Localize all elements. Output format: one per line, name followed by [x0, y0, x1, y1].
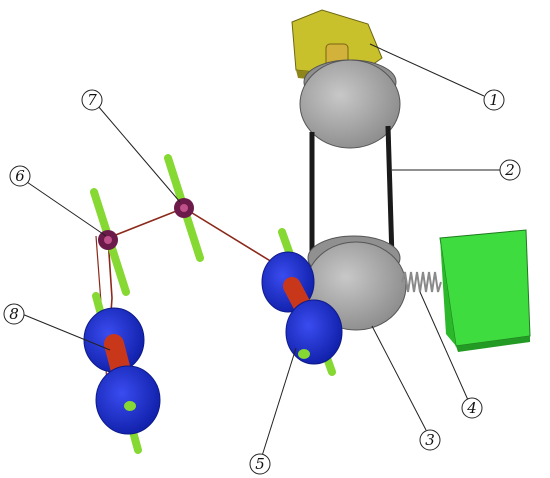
callout-3-label: 3 [425, 431, 435, 449]
callout-7: 7 [81, 89, 103, 111]
leader-lines [21, 43, 500, 457]
callout-3: 3 [419, 429, 441, 451]
callout-4-label: 4 [466, 399, 477, 417]
guide-eyelet-middle [174, 198, 194, 218]
callout-4: 4 [461, 397, 483, 419]
callout-1: 1 [483, 89, 505, 111]
callout-5-label: 5 [255, 455, 265, 473]
spring [401, 271, 442, 293]
callout-1-label: 1 [489, 91, 499, 109]
right-spool [261, 228, 343, 376]
callout-5: 5 [249, 453, 271, 475]
green-box [439, 229, 531, 352]
callout-6: 6 [9, 165, 31, 187]
belt [309, 125, 395, 262]
guide-eyelet-left [98, 230, 118, 250]
left-spool [83, 292, 161, 454]
callout-7-label: 7 [87, 91, 97, 109]
callout-2-label: 2 [504, 161, 515, 179]
callout-6-label: 6 [15, 167, 25, 185]
callout-2: 2 [499, 159, 521, 181]
callout-8-label: 8 [9, 305, 19, 323]
callout-8: 8 [3, 303, 25, 325]
upper-pulley [299, 59, 401, 149]
